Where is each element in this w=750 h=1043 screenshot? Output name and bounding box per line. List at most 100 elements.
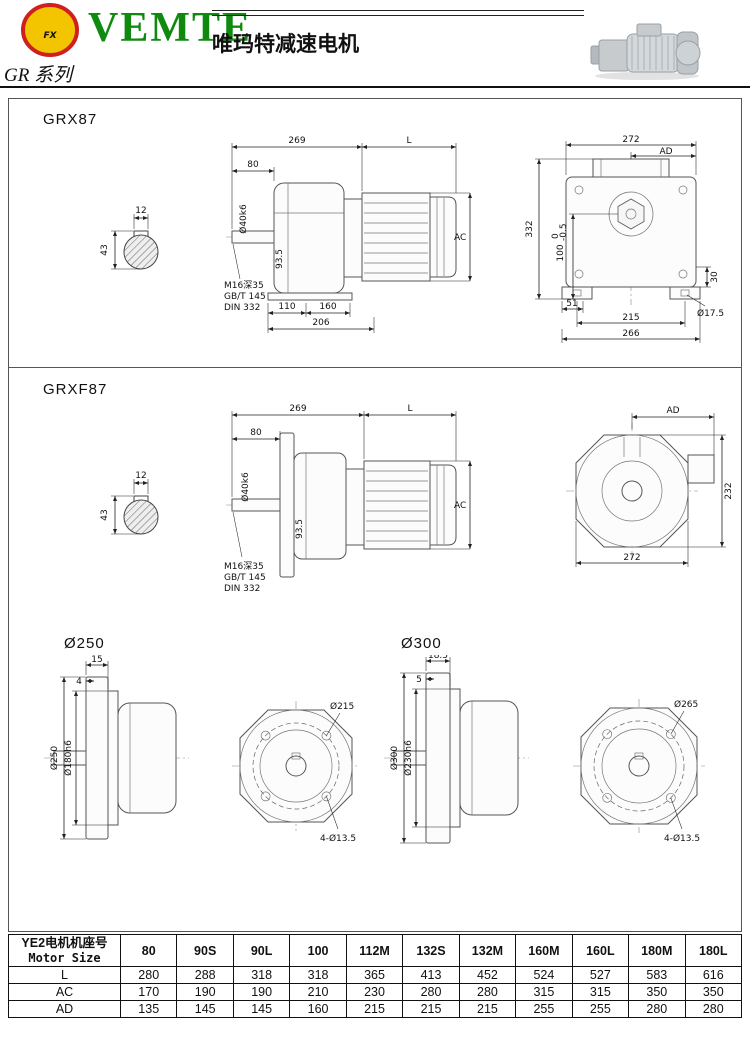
- section-title-grxf87: GRXF87: [43, 381, 108, 398]
- note-gbt145: GB/T 145: [224, 292, 266, 302]
- fan-cover: [429, 196, 457, 278]
- dim-215: 215: [622, 313, 639, 323]
- note-din332: DIN 332: [224, 303, 260, 313]
- motor-frame-label-en: Motor Size: [28, 951, 101, 965]
- dim-160: 160: [319, 302, 336, 312]
- section-title-flange250: Ø250: [64, 635, 105, 652]
- spec-value: 288: [176, 966, 234, 984]
- dim-spigot-dia: Ø230h6: [403, 740, 414, 776]
- logo-monogram: FX: [43, 31, 57, 41]
- dim-foot-hole: Ø17.5: [697, 308, 724, 319]
- spec-value: 350: [684, 983, 743, 1001]
- motor-size-header: 90L: [232, 934, 291, 967]
- fan-cover: [429, 464, 457, 546]
- dim-bolt-holes: 4-Ø13.5: [320, 833, 356, 844]
- dim-shaft-dia: Ø40k6: [240, 472, 251, 502]
- grxf87-side-view: 269 L 80 Ø40k6 93.5 AC M16深35 GB/T 145 D…: [224, 404, 473, 594]
- spec-value: 160: [289, 1000, 347, 1018]
- dim-110: 110: [278, 302, 295, 312]
- flange300-front-view: Ø265 4-Ø13.5: [573, 699, 705, 844]
- motor-size-header: 90S: [176, 934, 234, 967]
- header-rule-bottom: [212, 15, 584, 16]
- motor-adapter: [345, 468, 365, 546]
- gearbox-stub: [459, 700, 519, 816]
- motor-fins: [364, 202, 428, 274]
- dim-232: 232: [724, 482, 734, 499]
- motor-size-header: 112M: [345, 934, 404, 967]
- dim-bolt-holes: 4-Ø13.5: [664, 833, 700, 844]
- flange250-front-view: Ø215 4-Ø13.5: [232, 701, 360, 844]
- motor-size-header: 180L: [684, 934, 743, 967]
- gearbox-base: [267, 292, 353, 301]
- spec-value: 230: [345, 983, 404, 1001]
- header-divider: [0, 86, 750, 88]
- note-din332: DIN 332: [224, 584, 260, 594]
- foot-left: [561, 286, 593, 300]
- flange300-side-view: 18.5 5 Ø300 Ø230h6: [384, 655, 529, 844]
- spec-value: 280: [628, 1000, 686, 1018]
- header-rule-top: [212, 10, 584, 11]
- spec-value: 135: [119, 1000, 178, 1018]
- spec-value: 315: [571, 983, 630, 1001]
- dim-93-5: 93.5: [275, 249, 285, 269]
- motor-body: [363, 460, 431, 550]
- dim-80: 80: [250, 428, 262, 438]
- dim-flange-od: Ø300: [389, 746, 400, 771]
- dim-spigot-dia: Ø180h6: [63, 740, 74, 776]
- spec-value: 365: [345, 966, 404, 984]
- svg-text:-0.5: -0.5: [559, 223, 569, 241]
- spec-row-label: AC: [8, 983, 121, 1001]
- terminal-box: [687, 454, 715, 484]
- spec-value: 210: [289, 983, 347, 1001]
- flange-spigot: [449, 688, 461, 828]
- dim-spigot-depth: 5: [416, 675, 422, 685]
- spec-row-label: AD: [8, 1000, 121, 1018]
- note-tapped-hole: M16深35: [224, 280, 264, 291]
- shaft-end: [123, 499, 159, 535]
- motor-fins: [366, 470, 428, 542]
- dim-272: 272: [622, 135, 639, 145]
- drawing-panel: GRX87 12 43 2: [8, 98, 742, 932]
- shaft-end: [123, 234, 159, 270]
- series-label: GR 系列: [4, 65, 73, 86]
- grxf87-front-view: AD 232 272: [566, 406, 734, 567]
- spec-value: 350: [628, 983, 686, 1001]
- input-shaft: [231, 498, 281, 512]
- spec-value: 170: [119, 983, 178, 1001]
- motor-size-header: 180M: [628, 934, 686, 967]
- dim-AD: AD: [659, 147, 672, 157]
- dim-206: 206: [312, 318, 329, 328]
- motor-frame-label-cn: YE2电机机座号: [21, 936, 108, 950]
- grxf87-shaft-section: 12 43: [100, 471, 159, 535]
- spec-value: 315: [515, 983, 573, 1001]
- spec-value: 452: [458, 966, 517, 984]
- spec-row-label: L: [8, 966, 121, 984]
- note-tapped-hole: M16深35: [224, 561, 264, 572]
- dim-shaft-height: 43: [100, 244, 110, 255]
- dim-spigot-depth: 4: [76, 677, 82, 687]
- dim-bolt-circle: Ø215: [330, 701, 354, 712]
- dim-AD: AD: [666, 406, 679, 416]
- gearbox-housing: [293, 452, 347, 560]
- gearbox-housing: [273, 182, 345, 294]
- spec-value: 255: [571, 1000, 630, 1018]
- spec-value: 280: [684, 1000, 743, 1018]
- brand-name: VEMTE: [88, 5, 253, 51]
- dim-269: 269: [288, 136, 305, 146]
- dim-AC: AC: [454, 501, 466, 511]
- note-gbt145: GB/T 145: [224, 573, 266, 583]
- dim-269: 269: [289, 404, 306, 414]
- grx87-rear-view: 272 AD 332 100 0 -0.5 30 51 215 266 Ø17.…: [525, 135, 724, 343]
- housing-face: [565, 176, 697, 288]
- section-title-grx87: GRX87: [43, 111, 98, 128]
- motor-size-header: 80: [119, 934, 178, 967]
- motor-size-header: 132M: [458, 934, 517, 967]
- dim-272: 272: [623, 553, 640, 563]
- brand-subtitle-cn: 唯玛特减速电机: [212, 33, 359, 56]
- spec-value: 215: [345, 1000, 404, 1018]
- spec-value: 616: [684, 966, 743, 984]
